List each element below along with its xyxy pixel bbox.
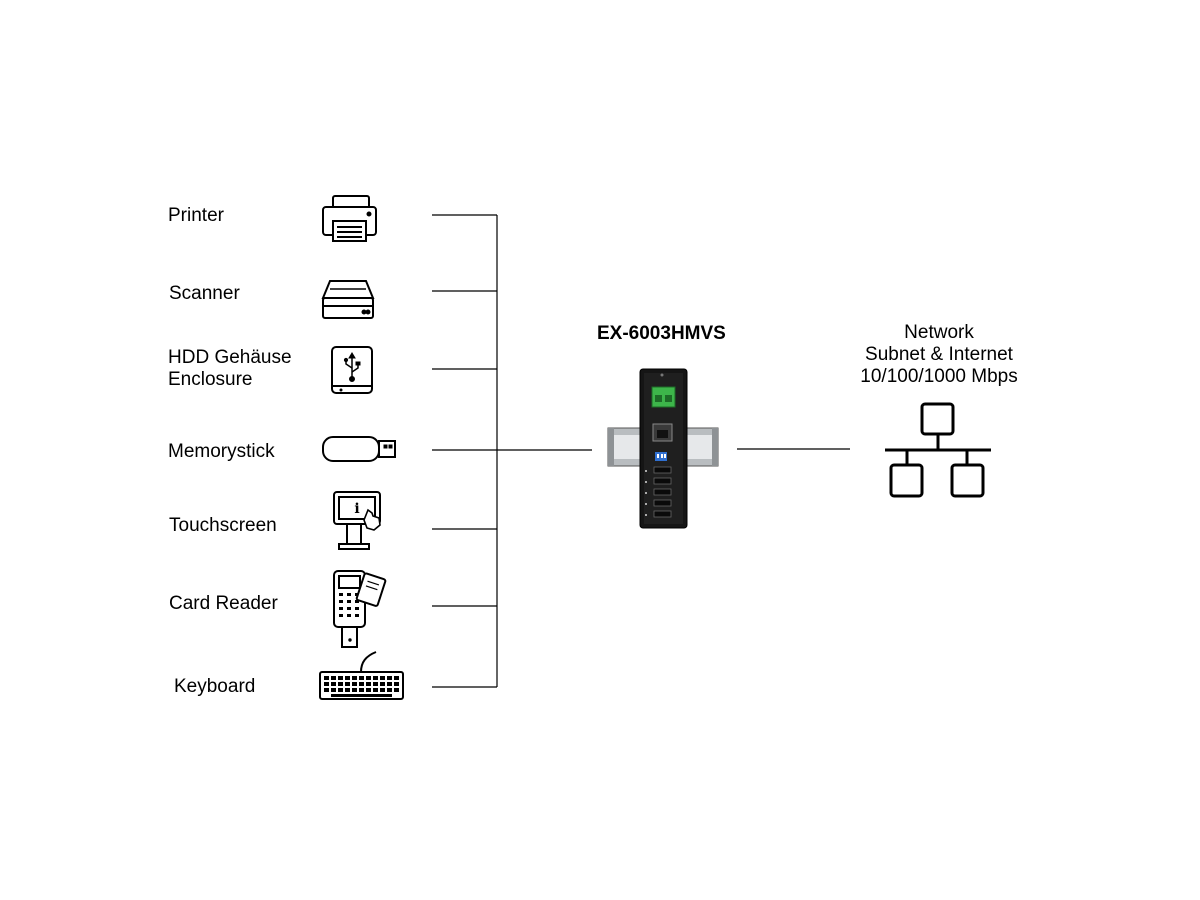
card-reader-icon bbox=[334, 571, 386, 647]
scanner-icon bbox=[323, 281, 373, 318]
svg-text:i: i bbox=[354, 501, 359, 517]
power-terminal-block bbox=[652, 387, 675, 407]
usb-hdd-icon bbox=[332, 347, 372, 393]
usb-hub-device bbox=[608, 369, 718, 528]
keyboard-icon bbox=[320, 652, 403, 699]
printer-icon bbox=[323, 196, 376, 241]
network-topology-icon bbox=[885, 404, 991, 496]
usb-stick-icon bbox=[323, 437, 395, 461]
touchscreen-kiosk-icon: i bbox=[334, 492, 380, 549]
